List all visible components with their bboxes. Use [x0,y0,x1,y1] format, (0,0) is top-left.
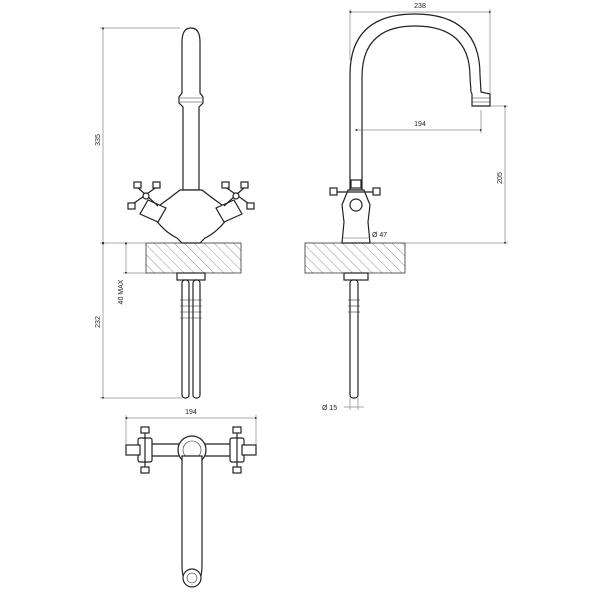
top-spout [181,455,203,586]
side-cross-handle [329,179,381,212]
front-dim-40max-text: 40 MAX [118,279,125,304]
top-view: 194 [124,409,258,588]
front-fixing-nut [176,272,206,281]
front-right-cross-handle [221,181,255,210]
side-mixer-body [341,189,371,244]
side-dim-15-text: Ø 15 [322,405,337,412]
front-left-cross-handle [127,181,161,210]
front-left-valve [139,199,167,223]
side-dim-194-text: 194 [414,121,426,128]
front-right-valve [215,199,243,223]
front-supply-pipe-right [192,279,201,399]
front-countertop-section [145,242,242,274]
top-left-cross-handle [125,426,153,474]
side-supply-pipe [349,279,359,399]
side-dim-238-text: 238 [414,3,426,10]
front-mixer-body [151,189,231,244]
top-dim-194-text: 194 [185,409,197,416]
front-spout-riser [178,27,204,191]
side-countertop-section [304,242,406,274]
side-dim-205-text: 205 [497,172,504,184]
side-view: 238 194 205 Ø 47 Ø 15 [304,3,508,412]
side-dim-47-text: Ø 47 [372,232,387,239]
front-view: 335 232 40 MAX [95,26,255,400]
front-dim-232-text: 232 [95,316,102,328]
top-right-cross-handle [229,426,257,474]
top-spout-outlet [182,568,202,588]
front-dim-335-text: 335 [95,134,102,146]
front-supply-pipe-left [181,279,190,399]
side-fixing-nut [343,272,369,281]
side-gooseneck-spout [349,13,491,191]
